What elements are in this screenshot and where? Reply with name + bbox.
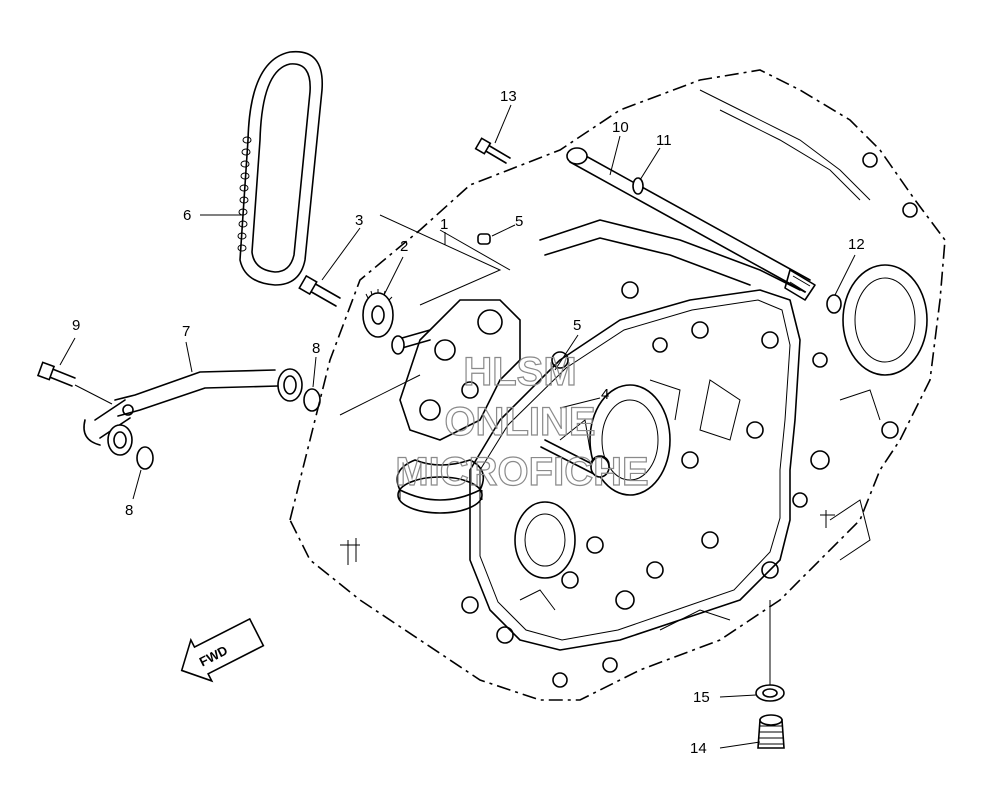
callout-6: 6 (183, 207, 191, 224)
callout-2: 2 (400, 238, 408, 255)
o-ring-8-upper (303, 388, 321, 412)
bolt-3 (298, 274, 341, 307)
drive-chain (237, 50, 323, 286)
callout-11: 11 (656, 132, 672, 149)
callout-8-lower: 8 (125, 502, 133, 519)
oil-pipe (83, 368, 303, 456)
callout-12: 12 (848, 236, 865, 253)
bolt-9 (36, 361, 76, 387)
callout-14: 14 (690, 740, 707, 757)
bolt-4 (540, 439, 610, 478)
callout-3: 3 (355, 212, 363, 229)
gasket-15 (755, 684, 785, 702)
forward-direction-arrow: FWD (180, 617, 265, 683)
callout-10: 10 (612, 119, 629, 136)
callout-13: 13 (500, 88, 517, 105)
svg-text:ONLINE: ONLINE (444, 400, 595, 444)
drain-plug-14 (757, 714, 785, 749)
leader-lines (59, 104, 856, 749)
callout-labels: 1 2 3 4 5 5 6 7 8 8 9 10 11 12 13 14 15 (72, 88, 865, 757)
callout-1: 1 (440, 216, 448, 233)
o-ring-8-lower (136, 446, 154, 470)
bolt-13 (474, 137, 511, 164)
callout-7: 7 (182, 323, 190, 340)
svg-text:HLSM: HLSM (463, 350, 576, 394)
callout-8-upper: 8 (312, 340, 320, 357)
svg-text:MICROFICHE: MICROFICHE (395, 450, 648, 494)
oil-pump-shaft (566, 147, 816, 301)
callout-5-upper: 5 (515, 213, 523, 230)
callout-5-lower: 5 (573, 317, 581, 334)
oil-pump-assembly (391, 299, 521, 514)
dowel-pin-5 (477, 233, 491, 245)
oil-pump-gear (362, 289, 394, 338)
o-ring-12 (826, 294, 842, 314)
callout-4: 4 (601, 386, 609, 403)
callout-9: 9 (72, 317, 80, 334)
watermark: HLSM ONLINE MICROFICHE (395, 349, 650, 494)
callout-15: 15 (693, 689, 710, 706)
crankcase (289, 69, 946, 701)
